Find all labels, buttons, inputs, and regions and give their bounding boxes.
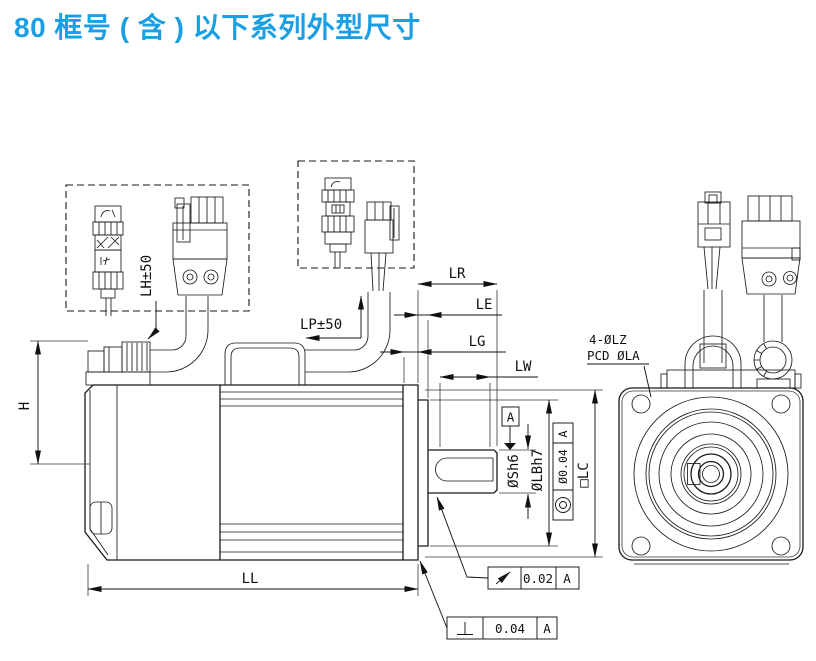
gdt-runout-value: 0.02 (523, 571, 553, 586)
flange-outline (618, 387, 804, 561)
dim-frame-size: □LC (425, 389, 603, 558)
dim-ll-label: LL (242, 571, 259, 587)
power-connector-front (741, 195, 801, 295)
dim-pilot-dia: ØLBh7 (430, 399, 558, 547)
dim-h: H (17, 340, 90, 465)
dim-lp-label: LP±50 (300, 317, 342, 333)
dim-shaft-dia: ØSh6 (499, 424, 536, 519)
circular-runout-icon (495, 571, 511, 585)
front-top-mount (660, 335, 802, 389)
gdt-perpendicularity-frame: 0.04 A (419, 560, 558, 640)
cable-elbow-middle (305, 292, 391, 373)
gdt-perp-value: 0.04 (495, 621, 525, 636)
concentricity-icon (555, 497, 571, 513)
dim-lr: LR (417, 266, 498, 446)
gdt-perp-datum: A (543, 621, 551, 636)
front-cables (703, 290, 783, 363)
gdt-concentricity-frame: A Ø0.04 (552, 422, 574, 521)
page-title: 80 框号 ( 含 ) 以下系列外型尺寸 (14, 12, 421, 43)
dim-le-label: LE (476, 297, 493, 313)
dim-shaft-dia-label: ØSh6 (506, 454, 522, 488)
gdt-concentricity-value: Ø0.04 (556, 449, 570, 484)
front-view: 4-ØLZ PCD ØLA (587, 191, 804, 565)
perpendicularity-icon (457, 622, 473, 635)
connector-detail-box-left (65, 184, 250, 312)
motor-flange-shaft (403, 384, 498, 561)
motor-rear-housing (84, 384, 221, 561)
dim-le: LE (394, 297, 502, 398)
connector-detail-box-middle (297, 160, 415, 269)
keyway-notch (687, 463, 701, 485)
dim-ll: LL (87, 564, 419, 596)
dim-lg: LG (380, 334, 506, 383)
flange-circles (633, 396, 789, 552)
gdt-concentricity-datum: A (556, 430, 570, 437)
shaft-circle (690, 453, 732, 495)
gdt-runout-datum: A (563, 571, 571, 586)
rect-connector-left (172, 196, 228, 296)
dim-lp: LP±50 (300, 295, 364, 341)
aviation-connector-middle (321, 177, 355, 268)
holes-count-label: 4-ØLZ (589, 332, 627, 347)
dim-lh: LH±50 (139, 255, 160, 340)
dim-frame-size-label: □LC (576, 462, 592, 487)
motor-stator-body (220, 384, 404, 561)
dim-h-label: H (17, 402, 33, 410)
dim-lg-label: LG (469, 334, 486, 350)
dim-pilot-dia-label: ØLBh7 (530, 449, 546, 491)
dim-lw-label: LW (515, 359, 532, 375)
datum-triangle (504, 443, 516, 450)
pcd-label: PCD ØLA (587, 348, 640, 363)
side-view: LH±50 LP±50 LR LE (17, 160, 603, 640)
datum-a-label: A (507, 410, 515, 425)
cable-elbow-left (150, 296, 209, 373)
encoder-housing-side (224, 342, 306, 385)
gdt-runout-frame: 0.02 A (436, 496, 580, 590)
rect-connector-middle (364, 201, 400, 292)
dim-lr-label: LR (449, 266, 466, 282)
cable-gland-side (85, 341, 151, 386)
mounting-holes (631, 394, 791, 556)
encoder-connector-front (697, 191, 731, 290)
dim-lw: LW (439, 359, 538, 447)
holes-callout: 4-ØLZ PCD ØLA (587, 332, 652, 398)
dim-lh-label: LH±50 (139, 255, 155, 297)
datum-a-flag: A (501, 406, 520, 450)
flange-inner-edge (621, 390, 801, 558)
aviation-connector-left (92, 205, 124, 316)
